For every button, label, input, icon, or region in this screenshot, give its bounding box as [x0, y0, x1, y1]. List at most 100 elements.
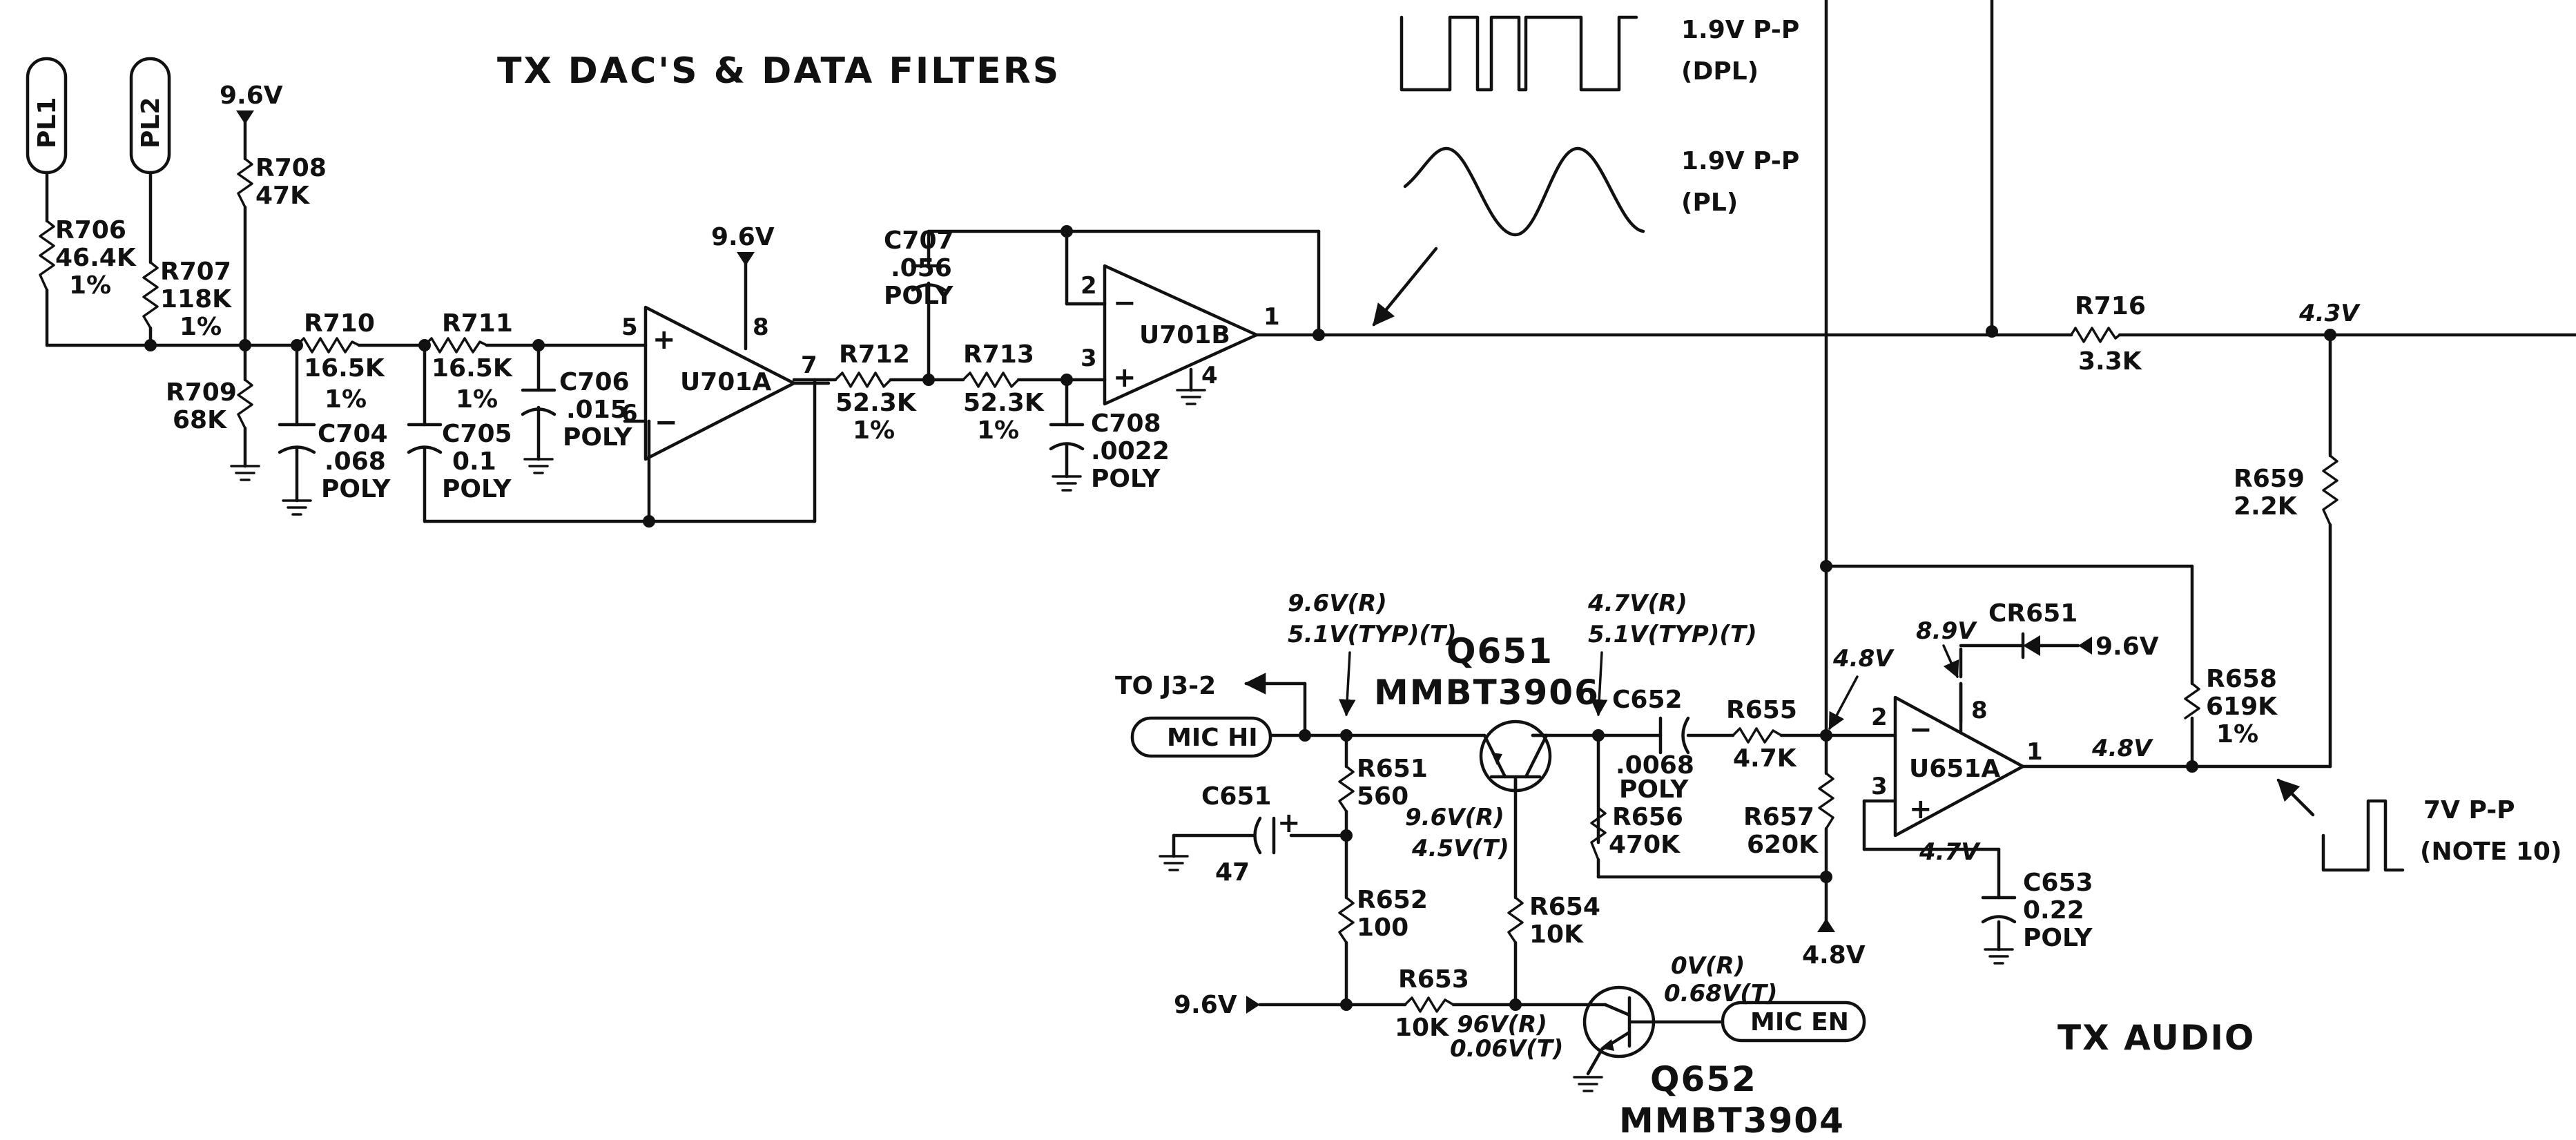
pl2-connector: PL2 — [129, 57, 171, 175]
r706-value: 46.4K — [55, 244, 137, 272]
svg-text:−: − — [655, 407, 678, 438]
r653-value: 10K — [1395, 1014, 1449, 1042]
c704-capacitor — [278, 423, 316, 454]
r658-resistor — [2184, 682, 2200, 719]
r711-ref: R711 — [442, 309, 513, 338]
c652-capacitor — [1658, 716, 1690, 755]
r710-tolerance: 1% — [325, 385, 367, 414]
r716-ref: R716 — [2075, 292, 2146, 320]
ground-symbol — [230, 465, 260, 481]
u701b-pin-out: 1 — [1263, 303, 1280, 331]
svg-text:+: + — [1909, 793, 1933, 825]
r653-ref: R653 — [1398, 965, 1469, 994]
pl-note-label: (PL) — [1681, 189, 1738, 217]
r712-tolerance: 1% — [853, 416, 895, 445]
q651-ref: Q651 — [1446, 631, 1553, 671]
u701a-pin-plus: 5 — [621, 313, 638, 341]
u651a-pin-vcc: 8 — [1971, 697, 1988, 724]
r712-resistor — [834, 371, 892, 388]
ground-symbol — [1159, 855, 1189, 871]
u651a-minus-voltage: 4.8V — [1832, 645, 1895, 673]
c653-type: POLY — [2023, 924, 2093, 952]
q652-type: MMBT3904 — [1619, 1101, 1845, 1140]
to-j3-label: TO J3-2 — [1115, 672, 1216, 700]
c704-value: .068 — [325, 447, 386, 476]
output-square-waveform — [2321, 799, 2405, 872]
c705-value: 0.1 — [452, 447, 496, 476]
supply-q653-label: 9.6V — [1174, 991, 1237, 1019]
output-amplitude-label: 7V P-P — [2423, 796, 2515, 824]
node-voltage-43: 4.3V — [2298, 300, 2361, 327]
u651a-opamp — [1893, 682, 2025, 838]
bias-arrow — [1817, 918, 1835, 932]
c707-ref: C707 — [884, 226, 954, 255]
r713-value: 52.3K — [963, 389, 1045, 417]
input-network-wires — [45, 119, 817, 523]
r716-resistor — [2070, 327, 2121, 343]
svg-text:−: − — [1113, 287, 1136, 319]
r658-value: 619K — [2206, 693, 2278, 721]
q651-emitter-v1: 9.6V(R) — [1288, 590, 1387, 617]
r659-value: 2.2K — [2234, 492, 2298, 521]
c705-capacitor — [407, 423, 443, 454]
r710-ref: R710 — [304, 309, 375, 338]
r654-resistor — [1507, 896, 1524, 944]
q652-collector-v2: 0.06V(T) — [1450, 1035, 1563, 1063]
r657-value: 620K — [1747, 831, 1819, 859]
r710-resistor — [296, 337, 360, 354]
q651-base-v1: 9.6V(R) — [1405, 804, 1504, 831]
r652-resistor — [1338, 896, 1355, 944]
svg-text:MIC EN: MIC EN — [1750, 1008, 1849, 1036]
dpl-amplitude-label: 1.9V P-P — [1681, 16, 1799, 44]
u701a-pin-minus: 6 — [621, 400, 638, 427]
c651-capacitor — [1172, 816, 1276, 858]
q652-base-v1: 0V(R) — [1671, 952, 1745, 980]
u651a-pin-plus: 3 — [1871, 773, 1888, 800]
q651-emitter-v2: 5.1V(TYP)(T) — [1288, 621, 1457, 648]
r709-ref: R709 — [166, 378, 237, 407]
c708-value: .0022 — [1091, 437, 1170, 465]
u701a-pin-out: 7 — [801, 351, 817, 379]
c706-capacitor — [521, 388, 556, 416]
r657-resistor — [1818, 772, 1834, 830]
ground-symbol — [282, 499, 312, 516]
r711-tolerance: 1% — [456, 385, 498, 414]
svg-text:PL1: PL1 — [33, 97, 61, 148]
r655-ref: R655 — [1726, 696, 1797, 724]
c653-capacitor — [1981, 896, 2017, 951]
r708-ref: R708 — [255, 154, 327, 182]
u651a-vcc-voltage: 8.9V — [1916, 617, 1977, 645]
r711-value: 16.5K — [432, 354, 513, 383]
c653-value: 0.22 — [2023, 896, 2084, 925]
r711-resistor — [423, 337, 488, 354]
r712-value: 52.3K — [835, 389, 917, 417]
r713-tolerance: 1% — [977, 416, 1019, 445]
q651-transistor — [1479, 719, 1552, 793]
u651a-pin-minus: 2 — [1871, 704, 1888, 731]
r656-value: 470K — [1609, 831, 1681, 859]
r707-ref: R707 — [160, 258, 231, 286]
supply-arrow-left — [1246, 996, 1260, 1014]
pl1-connector: PL1 — [26, 57, 68, 175]
c705-ref: C705 — [442, 420, 512, 448]
c652-value: .0068 — [1616, 751, 1694, 780]
u701a-opamp — [643, 260, 796, 461]
svg-text:PL2: PL2 — [137, 97, 165, 148]
cr651-diode — [2021, 632, 2040, 659]
ground-symbol — [1176, 389, 1206, 405]
c708-ref: C708 — [1091, 409, 1161, 438]
q652-transistor — [1513, 985, 1725, 1076]
svg-text:+: + — [1113, 362, 1136, 394]
u701a-ref: U701A — [680, 368, 771, 396]
q651-type: MMBT3906 — [1374, 673, 1600, 713]
title-bottom: TX AUDIO — [2057, 1018, 2255, 1058]
output-pointer-arrow — [2276, 778, 2315, 817]
r713-ref: R713 — [963, 340, 1034, 369]
pl-amplitude-label: 1.9V P-P — [1681, 147, 1799, 175]
r656-resistor — [1590, 806, 1607, 861]
c652-type: POLY — [1619, 775, 1689, 804]
ground-symbol — [1984, 948, 2014, 965]
r707-resistor — [142, 261, 159, 329]
r654-value: 10K — [1529, 920, 1584, 949]
